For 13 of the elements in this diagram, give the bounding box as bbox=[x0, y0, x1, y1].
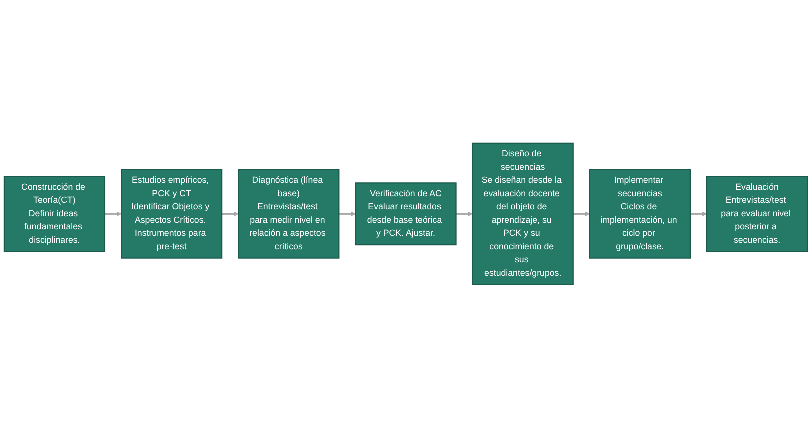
node-box: Diseño de secuencias Se diseñan desde la evaluación docente del objeto de aprendizaje, su PCK y su conocimiento de sus estudiantes/grupos. bbox=[472, 143, 574, 286]
arrow bbox=[456, 212, 474, 217]
arrow bbox=[222, 212, 239, 217]
arrow bbox=[573, 212, 590, 217]
node-box: Implementar secuencias Ciclos de implementación, un ciclo por grupo/clase. bbox=[589, 170, 691, 260]
arrow bbox=[104, 212, 122, 217]
node-box: Verificación de AC Evaluar resultados desde base teórica y PCK. Ajustar. bbox=[355, 183, 457, 246]
arrow bbox=[690, 212, 708, 217]
node-box: Evaluación Entrevistas/test para evaluar nivel posterior a secuencias. bbox=[706, 176, 808, 253]
node-box: Estudios empíricos, PCK y CT Identificar Objetos y Aspectos Críticos. Instrumentos para pre-test bbox=[121, 170, 223, 260]
node-box: Construcción de Teoría(CT) Definir ideas fundamentales disciplinares. bbox=[4, 176, 106, 253]
node-box: Diagnóstica (línea base) Entrevistas/test para medir nivel en relación a aspectos críticos bbox=[238, 170, 340, 260]
arrow bbox=[339, 212, 356, 217]
